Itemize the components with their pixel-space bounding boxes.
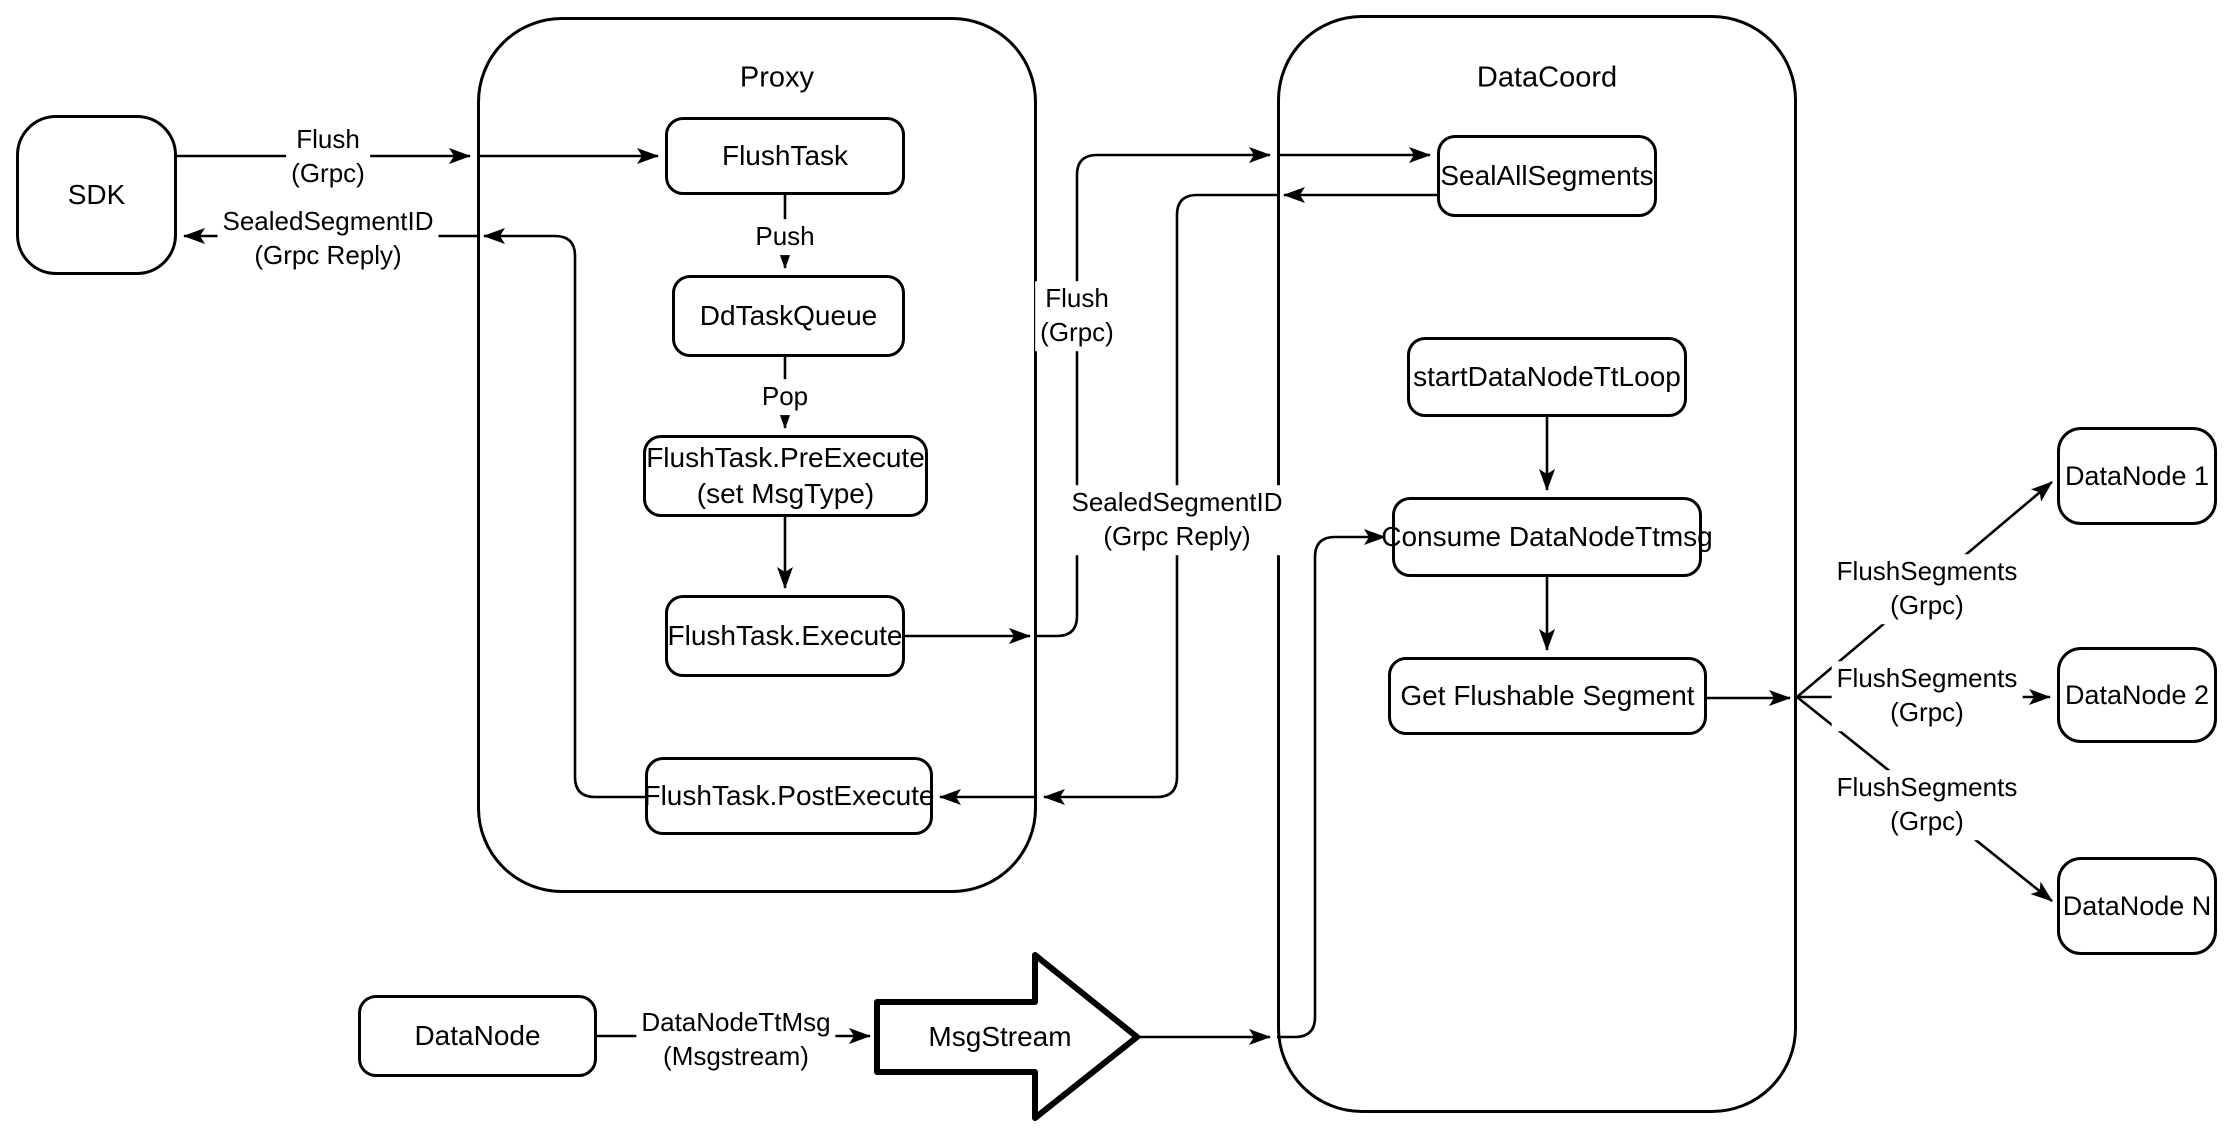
edge-postexecute-reply-to-proxy-edge	[483, 228, 645, 799]
node-datanode: DataNode	[358, 995, 597, 1077]
node-flushtask-preexecute-line1: FlushTask.PreExecute	[646, 442, 925, 474]
node-sdk: SDK	[16, 115, 177, 275]
label-flush-grpc-mid: Flush (Grpc)	[1035, 281, 1119, 351]
label-sealedsegmentid-mid: SealedSegmentID (Grpc Reply)	[1066, 485, 1288, 555]
label-push: Push	[750, 219, 820, 255]
node-datanode-2: DataNode 2	[2057, 647, 2217, 743]
label-flushsegments-2: FlushSegments (Grpc)	[1831, 661, 2023, 731]
node-ddtaskqueue: DdTaskQueue	[672, 275, 905, 357]
node-sealallsegments: SealAllSegments	[1437, 135, 1657, 217]
node-flushtask: FlushTask	[665, 117, 905, 195]
proxy-container-label: Proxy	[739, 61, 815, 94]
label-pop: Pop	[756, 379, 814, 415]
edge-flush-grpc-to-datacoord	[1037, 147, 1271, 638]
label-flushsegments-3: FlushSegments (Grpc)	[1831, 770, 2023, 840]
node-flushtask-preexecute: FlushTask.PreExecute (set MsgType)	[643, 435, 928, 517]
datacoord-container-label: DataCoord	[1476, 61, 1618, 94]
node-consume-datanodettmsg: Consume DataNodeTtmsg	[1381, 497, 1713, 577]
node-datanode-1: DataNode 1	[2057, 427, 2217, 525]
label-sealedsegmentid-sdk: SealedSegmentID (Grpc Reply)	[217, 204, 439, 274]
msgstream-label: MsgStream	[928, 1021, 1072, 1052]
label-datanodettmsg: DataNodeTtMsg (Msgstream)	[636, 1005, 836, 1075]
label-flushsegments-1: FlushSegments (Grpc)	[1831, 554, 2023, 624]
label-flush-grpc-sdk: Flush (Grpc)	[286, 122, 370, 192]
proxy-container	[477, 17, 1037, 893]
datacoord-container	[1277, 15, 1797, 1113]
node-flushtask-preexecute-line2: (set MsgType)	[696, 478, 875, 509]
node-datanode-n: DataNode N	[2057, 857, 2217, 955]
msgstream-block-arrow	[874, 952, 1140, 1121]
node-flushtask-postexecute: FlushTask.PostExecute	[643, 757, 935, 835]
node-flushtask-execute: FlushTask.Execute	[665, 595, 905, 677]
node-get-flushable-segment: Get Flushable Segment	[1388, 657, 1707, 735]
node-startdatanodettloop: startDataNodeTtLoop	[1407, 337, 1687, 417]
